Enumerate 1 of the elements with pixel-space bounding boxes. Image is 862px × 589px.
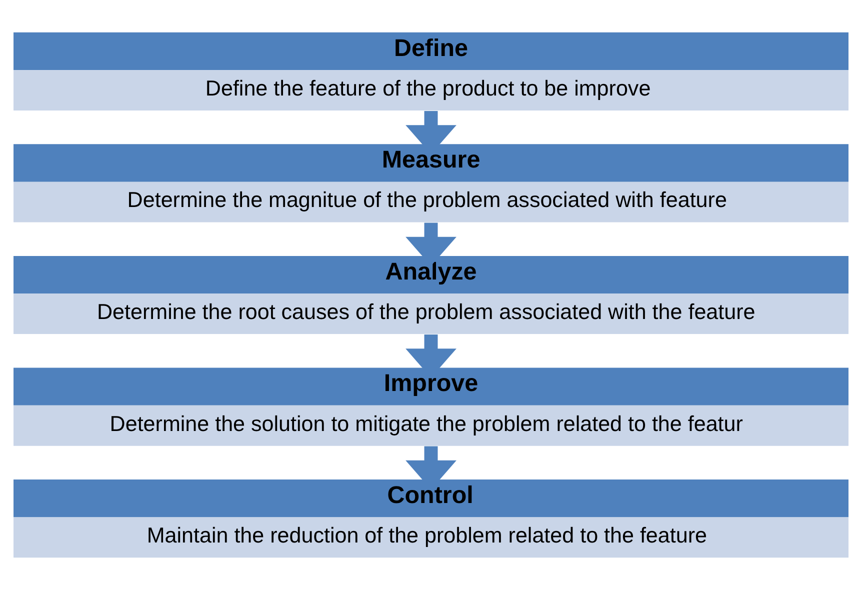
- arrow: [406, 222, 456, 266]
